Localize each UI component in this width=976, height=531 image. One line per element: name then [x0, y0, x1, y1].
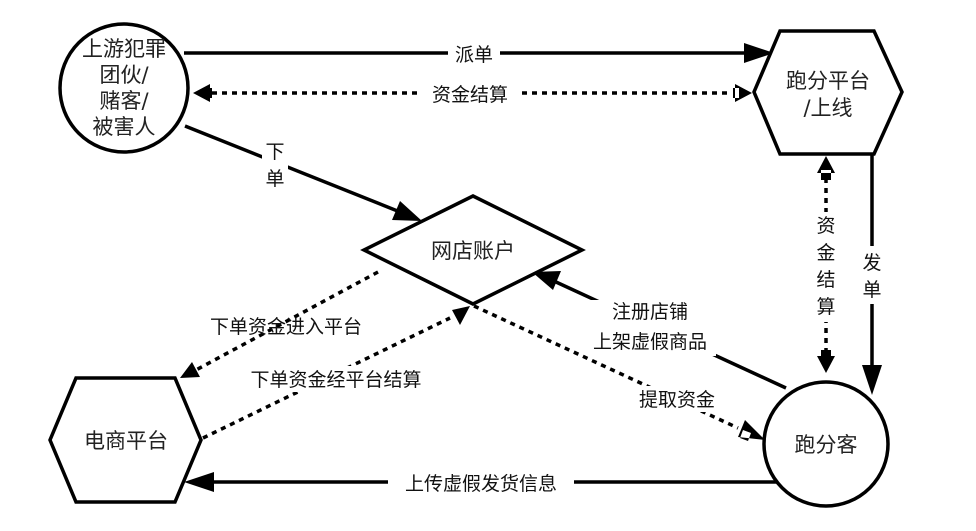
edge-order-label-2: 单	[265, 168, 284, 190]
edge-dispatch-label: 派单	[455, 44, 493, 66]
node-upstream-shape	[58, 22, 190, 154]
edge-register: 注册店铺 上架虚假商品	[532, 271, 787, 390]
node-platform-line-2: /上线	[803, 96, 852, 120]
edge-settle-right-label-2: 金	[816, 242, 835, 264]
arrowhead-icon	[817, 156, 835, 180]
edge-settle-right-label-3: 结	[816, 269, 835, 291]
edge-funds-in: 下单资金进入平台	[180, 270, 379, 378]
arrowhead-icon	[532, 271, 561, 290]
edge-issue: 发 单	[859, 155, 885, 395]
node-platform-line-1: 跑分平台	[786, 69, 870, 93]
arrowhead-icon	[452, 306, 470, 325]
arrowhead-icon	[193, 84, 212, 102]
edge-funds-in-label: 下单资金进入平台	[210, 316, 362, 338]
edge-settle-right: 资 金 结 算	[813, 156, 839, 373]
arrowhead-icon	[817, 350, 835, 373]
edge-register-label-2: 上架虚假商品	[593, 331, 707, 353]
edge-order-label-1: 下	[265, 141, 284, 163]
arrowhead-icon	[733, 84, 752, 102]
node-upstream-line-3: 赌客/	[99, 89, 149, 113]
edge-withdraw-label: 提取资金	[639, 389, 715, 411]
arrowhead-icon	[738, 420, 765, 441]
edge-issue-label-1: 发	[862, 252, 881, 274]
node-ecommerce-shape	[48, 376, 203, 504]
edge-upload: 上传虚假发货信息	[184, 469, 779, 495]
arrowhead-icon	[184, 472, 214, 492]
edge-upload-label: 上传虚假发货信息	[405, 473, 557, 495]
edge-funds-settle-label: 下单资金经平台结算	[250, 369, 421, 391]
node-shop-label: 网店账户	[431, 239, 515, 263]
arrowhead-icon	[744, 43, 774, 63]
node-runner: 跑分客	[762, 380, 890, 508]
edge-funds-settle: 下单资金经平台结算	[202, 306, 470, 440]
node-upstream: 上游犯罪 团伙/ 赌客/ 被害人	[58, 22, 190, 154]
edge-settle-top-label: 资金结算	[432, 84, 508, 106]
edge-register-label-1: 注册店铺	[612, 301, 688, 323]
node-runner-label: 跑分客	[795, 433, 858, 457]
edge-dispatch: 派单	[184, 40, 774, 66]
node-shop-shape	[360, 194, 586, 306]
edge-withdraw: 提取资金	[473, 304, 765, 441]
edge-settle-right-label-1: 资	[816, 215, 835, 237]
edge-settle-top: 资金结算	[193, 80, 752, 106]
edge-funds-in-line	[195, 270, 379, 372]
node-shop: 网店账户	[360, 194, 586, 306]
node-platform: 跑分平台 /上线	[752, 29, 904, 156]
node-ecommerce: 电商平台	[48, 376, 203, 504]
node-upstream-line-2: 团伙/	[99, 63, 149, 87]
node-runner-shape	[762, 380, 890, 508]
edge-order: 下 单	[184, 124, 422, 221]
arrowhead-icon	[180, 362, 200, 378]
arrowhead-icon	[862, 365, 882, 395]
node-ecommerce-label: 电商平台	[84, 429, 168, 453]
edge-order-line	[184, 124, 401, 214]
arrowhead-icon	[392, 201, 422, 221]
node-upstream-line-1: 上游犯罪	[82, 37, 166, 61]
node-platform-shape	[752, 29, 904, 156]
edge-issue-label-2: 单	[862, 279, 881, 301]
node-upstream-line-4: 被害人	[93, 115, 156, 139]
edge-settle-right-label-4: 算	[816, 296, 835, 318]
